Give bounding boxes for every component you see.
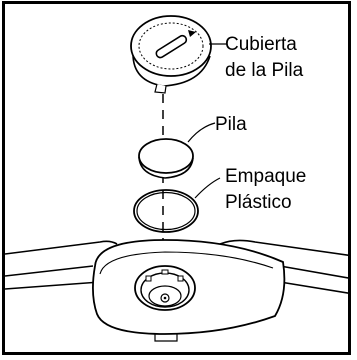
- cover-label-line1: Cubierta: [225, 34, 297, 55]
- battery-cover: [130, 15, 227, 94]
- diagram-frame: Cubierta de la Pila Pila Empaque Plástic…: [2, 1, 351, 355]
- cover-label-line2: de la Pila: [225, 60, 304, 81]
- battery-compartment: [134, 265, 196, 311]
- battery-label: Pila: [215, 114, 247, 135]
- gasket-label-line2: Plástico: [225, 192, 292, 213]
- battery: [138, 122, 216, 179]
- battery-replacement-diagram: [5, 15, 348, 342]
- plastic-gasket: [133, 177, 221, 233]
- gasket-label-line1: Empaque: [225, 166, 307, 187]
